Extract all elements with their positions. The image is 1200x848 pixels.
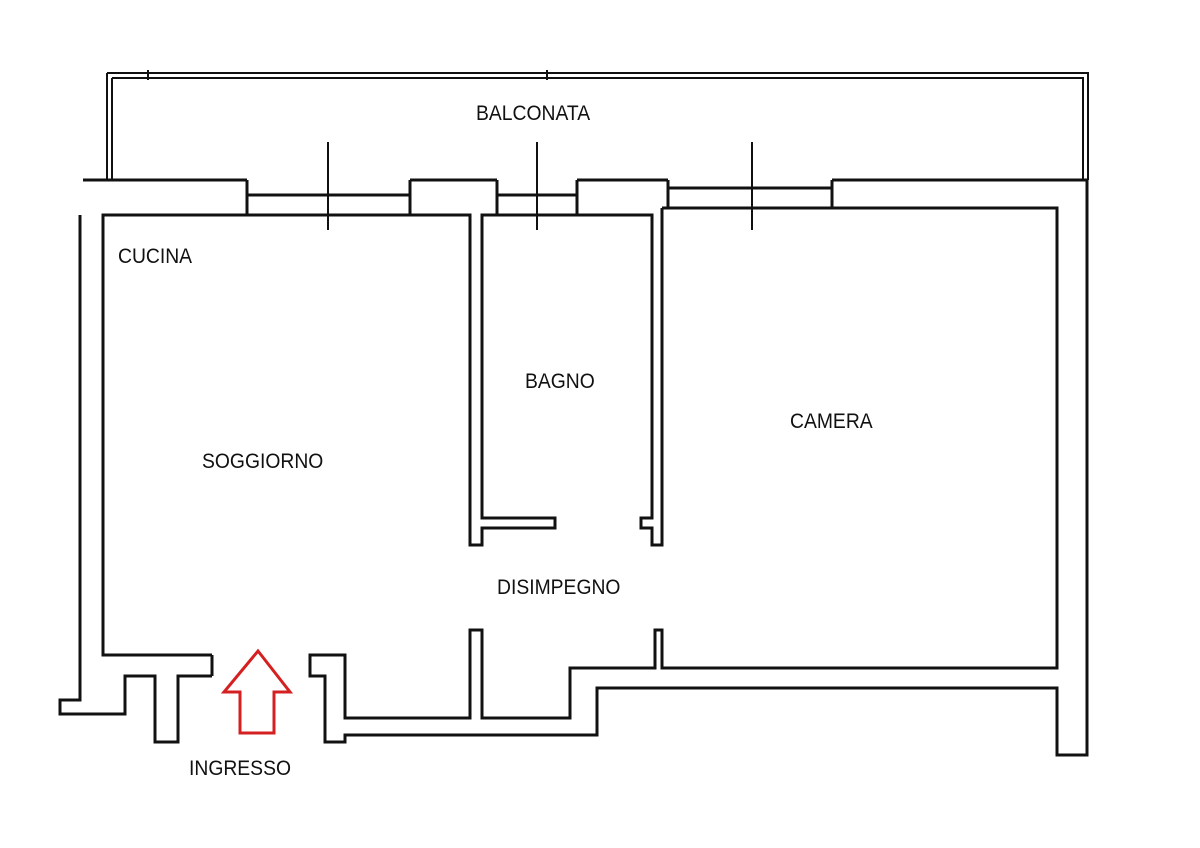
room-label-living: SOGGIORNO: [202, 450, 324, 473]
room-label-kitchen: CUCINA: [118, 245, 193, 268]
room-label-hallway: DISIMPEGNO: [497, 576, 621, 599]
interior-walls: [58, 208, 664, 744]
room-label-balcony: BALCONATA: [476, 102, 591, 125]
window-living: [245, 142, 412, 230]
entrance-arrow-icon: [220, 648, 294, 735]
window-bathroom: [495, 142, 579, 230]
room-label-bathroom: BAGNO: [525, 370, 595, 393]
window-bedroom: [662, 142, 834, 230]
room-label-bedroom: CAMERA: [790, 410, 873, 433]
balcony-railing: [106, 70, 1089, 180]
room-label-entrance: INGRESSO: [189, 757, 291, 780]
exterior-wall-top: [83, 178, 1089, 757]
